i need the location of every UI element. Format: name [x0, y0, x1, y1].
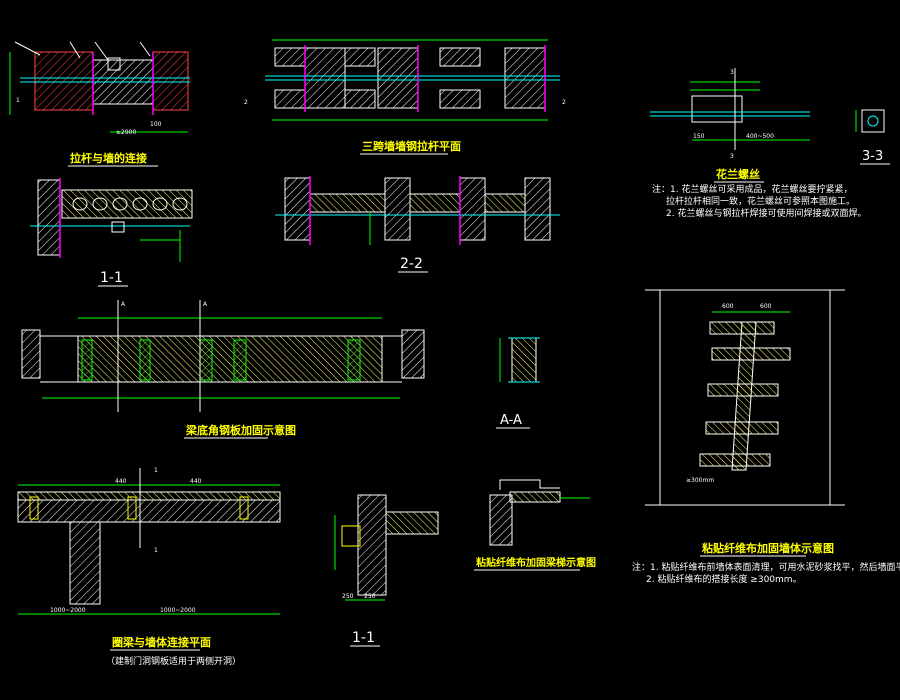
title-pull-rod: 拉杆与墙的连接 — [70, 151, 147, 165]
note-turnbuckle-2: 拉杆拉杆相同一致，花兰螺丝可参照本图施工。 — [666, 195, 855, 207]
label-section-a-a: A-A — [500, 413, 522, 428]
fiber-wall-detail: 600 600 ≥300mm 粘贴纤维布加固墙体示意图 注：1. 粘贴纤维布前墙… — [632, 289, 900, 585]
pull-rod-detail: ≥2900 100 1 拉杆与墙的连接 — [9, 41, 190, 167]
section-3-3: 3-3 — [855, 109, 890, 165]
label-section-1-1-top: 1-1 — [100, 270, 123, 286]
subtitle-ring-beam: （建制门洞钢板适用于两侧开洞） — [106, 655, 241, 667]
ring-beam-detail: 1 1 440 440 1000~2000 1000~2000 圈梁与墙体连接平… — [17, 467, 281, 667]
mark-3-top: 3 — [730, 69, 734, 76]
mark-3-bottom: 3 — [730, 153, 734, 160]
beam-mark-a2: A — [203, 301, 208, 308]
title-fiber-frame: 粘贴纤维布加固梁梯示意图 — [476, 556, 596, 569]
title-fiber-wall: 粘贴纤维布加固墙体示意图 — [702, 541, 834, 555]
dim-2900: ≥2900 — [116, 129, 136, 136]
note-fiber-wall-2: 2. 粘贴纤维布的搭接长度 ≥300mm。 — [646, 573, 802, 585]
fiber-dim-300: ≥300mm — [686, 477, 714, 484]
section-mark-2a: 2 — [244, 99, 248, 106]
label-section-3-3: 3-3 — [862, 149, 883, 164]
sec-dim-250a: 250 — [342, 593, 354, 600]
dim-100: 100 — [150, 121, 162, 128]
title-ring-beam: 圈梁与墙体连接平面 — [112, 635, 211, 649]
note-turnbuckle-3: 2. 花兰螺丝与钢拉杆焊接可使用间焊接或双面焊。 — [666, 207, 866, 219]
ring-dim-440a: 440 — [115, 478, 127, 485]
ring-dim-1000a: 1000~2000 — [50, 607, 86, 614]
section-mark-2b: 2 — [562, 99, 566, 106]
fiber-frame-detail: 粘贴纤维布加固梁梯示意图 — [474, 479, 596, 571]
title-turnbuckle: 花兰螺丝 — [716, 167, 760, 181]
section-a-a: A-A — [496, 337, 540, 429]
dim-150: 150 — [693, 133, 705, 140]
three-wall-plan: 2 2 三跨墙墙钢拉杆平面 — [244, 39, 566, 155]
fiber-dim-600a: 600 — [722, 303, 734, 310]
turnbuckle-detail: 3 3 150 400~500 花兰螺丝 注：1. 花兰螺丝可采用成品，花兰螺丝… — [650, 68, 866, 219]
ring-mark-1a: 1 — [154, 467, 158, 474]
section-1-1-top: 1-1 — [30, 178, 193, 287]
section-mark-1: 1 — [16, 97, 20, 104]
beam-bottom-detail: A A 梁底角钢板加固示意图 — [21, 300, 425, 439]
beam-mark-a1: A — [121, 301, 126, 308]
dim-400-500: 400~500 — [746, 133, 774, 140]
note-fiber-wall-1: 注：1. 粘贴纤维布前墙体表面清理，可用水泥砂浆找平，然后墙面平整； — [632, 561, 900, 573]
label-section-1-1-bottom: 1-1 — [352, 630, 375, 646]
fiber-dim-600b: 600 — [760, 303, 772, 310]
ring-dim-440b: 440 — [190, 478, 202, 485]
label-section-2-2: 2-2 — [400, 256, 423, 272]
title-beam-bottom: 梁底角钢板加固示意图 — [185, 423, 296, 437]
ring-dim-1000b: 1000~2000 — [160, 607, 196, 614]
note-turnbuckle-1: 注：1. 花兰螺丝可采用成品，花兰螺丝要拧紧紧， — [652, 183, 852, 195]
section-2-2: 2-2 — [275, 176, 560, 273]
title-three-wall: 三跨墙墙钢拉杆平面 — [362, 139, 461, 153]
section-1-1-bottom: 250 250 1-1 — [334, 494, 439, 647]
ring-mark-1b: 1 — [154, 547, 158, 554]
sec-dim-250b: 250 — [364, 593, 376, 600]
